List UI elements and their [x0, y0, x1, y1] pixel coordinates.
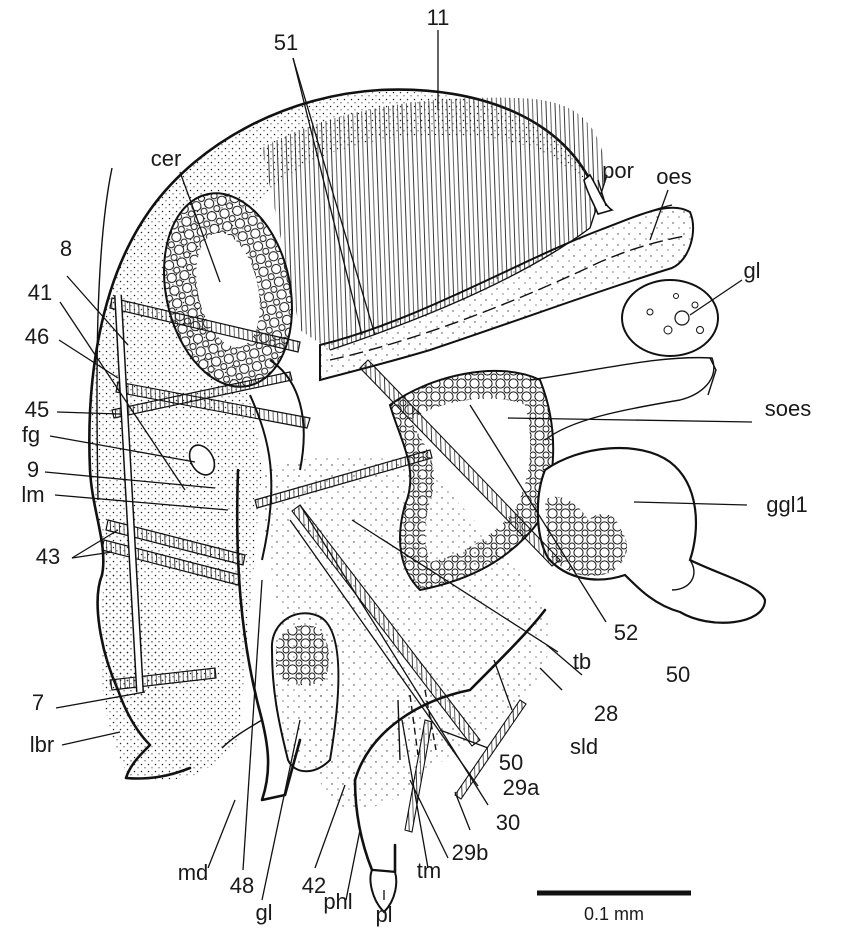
- label-lm: lm: [21, 482, 44, 507]
- label-cer: cer: [151, 146, 182, 171]
- label-51: 51: [274, 30, 298, 55]
- label-8: 8: [60, 236, 72, 261]
- label-41: 41: [28, 280, 52, 305]
- label-29a: 29a: [503, 775, 540, 800]
- label-phl: phl: [323, 889, 352, 914]
- label-por: por: [602, 158, 634, 183]
- label-fg: fg: [22, 422, 40, 447]
- label-28: 28: [594, 701, 618, 726]
- label-50-right: 50: [666, 662, 690, 687]
- label-gl-bottom: gl: [255, 900, 272, 925]
- label-43: 43: [36, 544, 60, 569]
- label-gl-top: gl: [743, 258, 760, 283]
- label-45: 45: [25, 397, 49, 422]
- label-11: 11: [427, 5, 450, 30]
- label-lbr: lbr: [30, 732, 54, 757]
- scale-bar: 0.1 mm: [537, 893, 691, 924]
- label-ggl1: ggl1: [766, 492, 808, 517]
- label-md: md: [178, 860, 209, 885]
- label-sld: sld: [570, 734, 598, 759]
- gland-upper: [622, 280, 718, 356]
- label-48: 48: [230, 873, 254, 898]
- label-46: 46: [25, 324, 49, 349]
- ganglion-ggl1: [538, 448, 765, 623]
- label-30: 30: [496, 810, 520, 835]
- label-52: 52: [614, 620, 638, 645]
- label-9: 9: [27, 457, 39, 482]
- label-soes: soes: [765, 396, 811, 421]
- label-pl: pl: [375, 902, 392, 927]
- label-oes: oes: [656, 164, 691, 189]
- label-7: 7: [32, 690, 44, 715]
- label-tm: tm: [417, 858, 441, 883]
- label-tb: tb: [573, 649, 591, 674]
- label-50-low: 50: [499, 750, 523, 775]
- label-29b: 29b: [452, 840, 489, 865]
- scale-bar-label: 0.1 mm: [584, 904, 644, 924]
